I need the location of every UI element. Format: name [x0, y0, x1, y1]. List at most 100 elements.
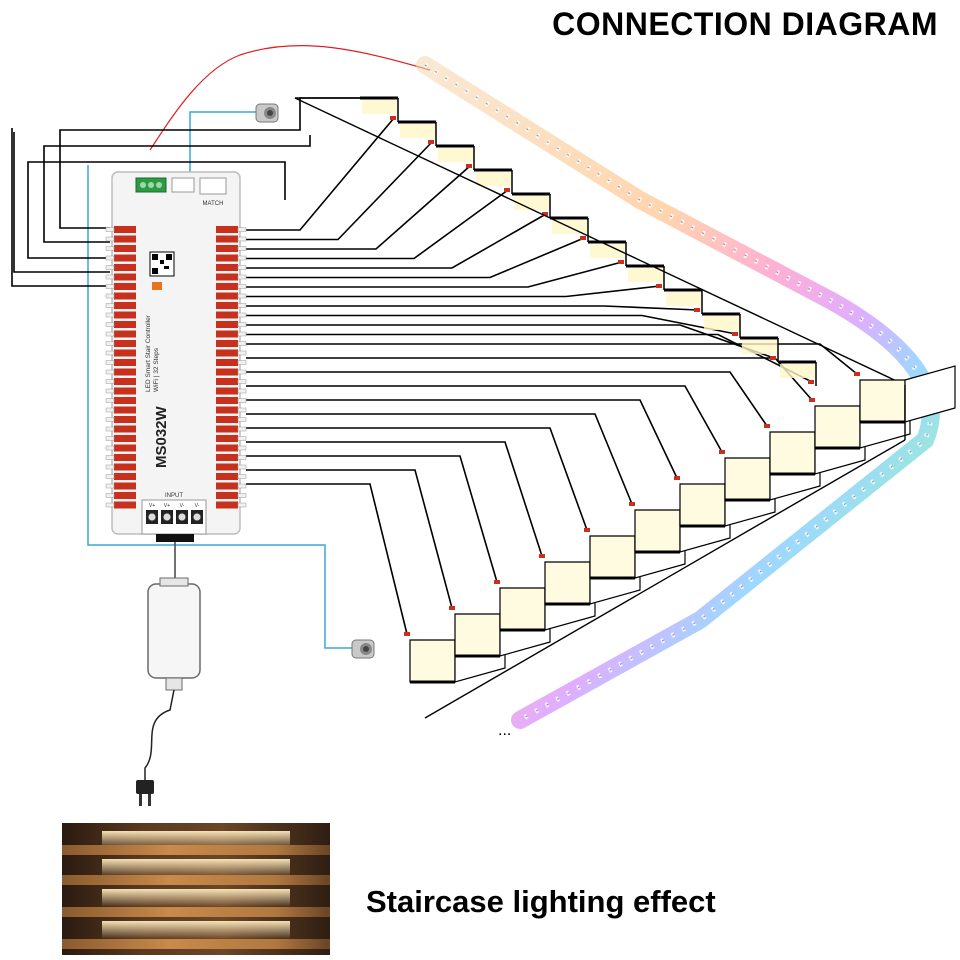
step-wire [246, 413, 633, 505]
led-channel-connector [216, 406, 247, 414]
caption: Staircase lighting effect [366, 884, 716, 919]
led-channel-connector [105, 245, 136, 252]
led-channel-connector [105, 302, 136, 309]
right-connector-column [216, 226, 247, 509]
led-channel-connector [216, 226, 247, 233]
led-channel-connector [105, 397, 136, 404]
led-channel-connector [216, 473, 247, 480]
power-plug-icon [136, 780, 154, 806]
led-channel-connector [105, 444, 136, 452]
led-channel-connector [216, 292, 247, 300]
terminal-label: V- [195, 503, 200, 509]
led-channel-connector [216, 444, 247, 452]
step-wire [246, 483, 408, 635]
controller: MATCH MS032W LED Smart Stair Controller … [111, 171, 241, 542]
diagram-title: CONNECTION DIAGRAM [552, 6, 938, 42]
step-wire [246, 305, 699, 311]
terminal-label: V+ [149, 503, 155, 509]
strip-continuation-dots: ... [498, 722, 511, 739]
step-wire [246, 165, 471, 250]
qr-code-icon [149, 251, 175, 277]
rgb-led-strip [416, 56, 940, 729]
step-wire [246, 261, 623, 288]
led-channel-connector [105, 473, 136, 480]
led-channel-connector [105, 340, 136, 347]
led-channel-connector [216, 235, 247, 243]
led-channel-connector [105, 406, 136, 414]
upper-step [740, 336, 779, 362]
step-wire [246, 357, 813, 401]
led-channel-connector [216, 463, 247, 471]
led-channel-connector [105, 387, 136, 395]
led-channel-connector [216, 368, 247, 376]
step-wire [246, 343, 858, 375]
led-channel-connector [216, 283, 247, 290]
input-terminal: V+ [161, 503, 173, 524]
led-channel-connector [105, 235, 136, 243]
staircase-lighting-photo [62, 823, 330, 955]
lower-staircase [404, 365, 956, 719]
step-wire [246, 441, 543, 557]
upper-step [512, 192, 551, 218]
input-label: INPUT [165, 493, 183, 499]
step-wire [246, 237, 585, 279]
bottom-sensor-wire [87, 165, 355, 649]
led-channel-connector [105, 501, 136, 509]
upper-step [664, 288, 703, 314]
step-wire [246, 324, 775, 359]
led-channel-connector [216, 435, 247, 442]
led-channel-connector [105, 254, 136, 262]
led-channel-connector [216, 245, 247, 252]
led-channel-connector [105, 482, 136, 490]
led-channel-connector [216, 330, 247, 338]
led-channel-connector [105, 264, 136, 271]
led-channel-connector [216, 311, 247, 319]
led-channel-connector [216, 454, 247, 461]
led-channel-connector [216, 264, 247, 271]
upper-step [778, 360, 817, 386]
controller-description-line2: WiFi | 32 Steps [153, 347, 160, 392]
upper-step [588, 240, 627, 266]
motion-sensor-icon [351, 639, 375, 659]
led-channel-connector [105, 378, 136, 385]
input-terminal: V- [176, 503, 188, 524]
step-wire [246, 141, 433, 241]
terminal-label: V+ [164, 503, 170, 509]
upper-step [398, 120, 437, 146]
led-channel-connector [105, 435, 136, 442]
step-wire [246, 189, 509, 260]
led-channel-connector [105, 492, 136, 499]
led-channel-connector [216, 349, 247, 357]
input-terminal: V- [191, 503, 203, 524]
upper-step [474, 168, 513, 194]
controller-description-line1: LED Smart Stair Controller [145, 314, 152, 392]
left-connector-column [105, 226, 136, 509]
led-channel-connector [105, 292, 136, 300]
step-wire [246, 213, 547, 269]
led-channel-connector [105, 349, 136, 357]
led-channel-connector [216, 321, 247, 328]
led-channel-connector [216, 501, 247, 509]
led-channel-connector [216, 425, 247, 433]
lower-step [854, 365, 956, 424]
step-wire [246, 285, 661, 298]
step-wire [246, 371, 768, 427]
upper-staircase [294, 96, 906, 386]
led-channel-connector [105, 368, 136, 376]
power-adapter-icon [147, 577, 201, 691]
led-channel-connector [216, 359, 247, 366]
input-terminal: V+ [146, 503, 158, 524]
led-channel-connector [216, 416, 247, 423]
led-channel-connector [216, 378, 247, 385]
step-wires [246, 117, 858, 635]
controller-model: MS032W [153, 405, 170, 468]
step-wire [246, 385, 723, 453]
led-channel-connector [105, 283, 136, 290]
led-channel-connector [105, 321, 136, 328]
led-channel-connector [216, 492, 247, 499]
led-channel-connector [105, 463, 136, 471]
upper-step [702, 312, 741, 338]
upper-step [626, 264, 665, 290]
led-channel-connector [216, 387, 247, 395]
